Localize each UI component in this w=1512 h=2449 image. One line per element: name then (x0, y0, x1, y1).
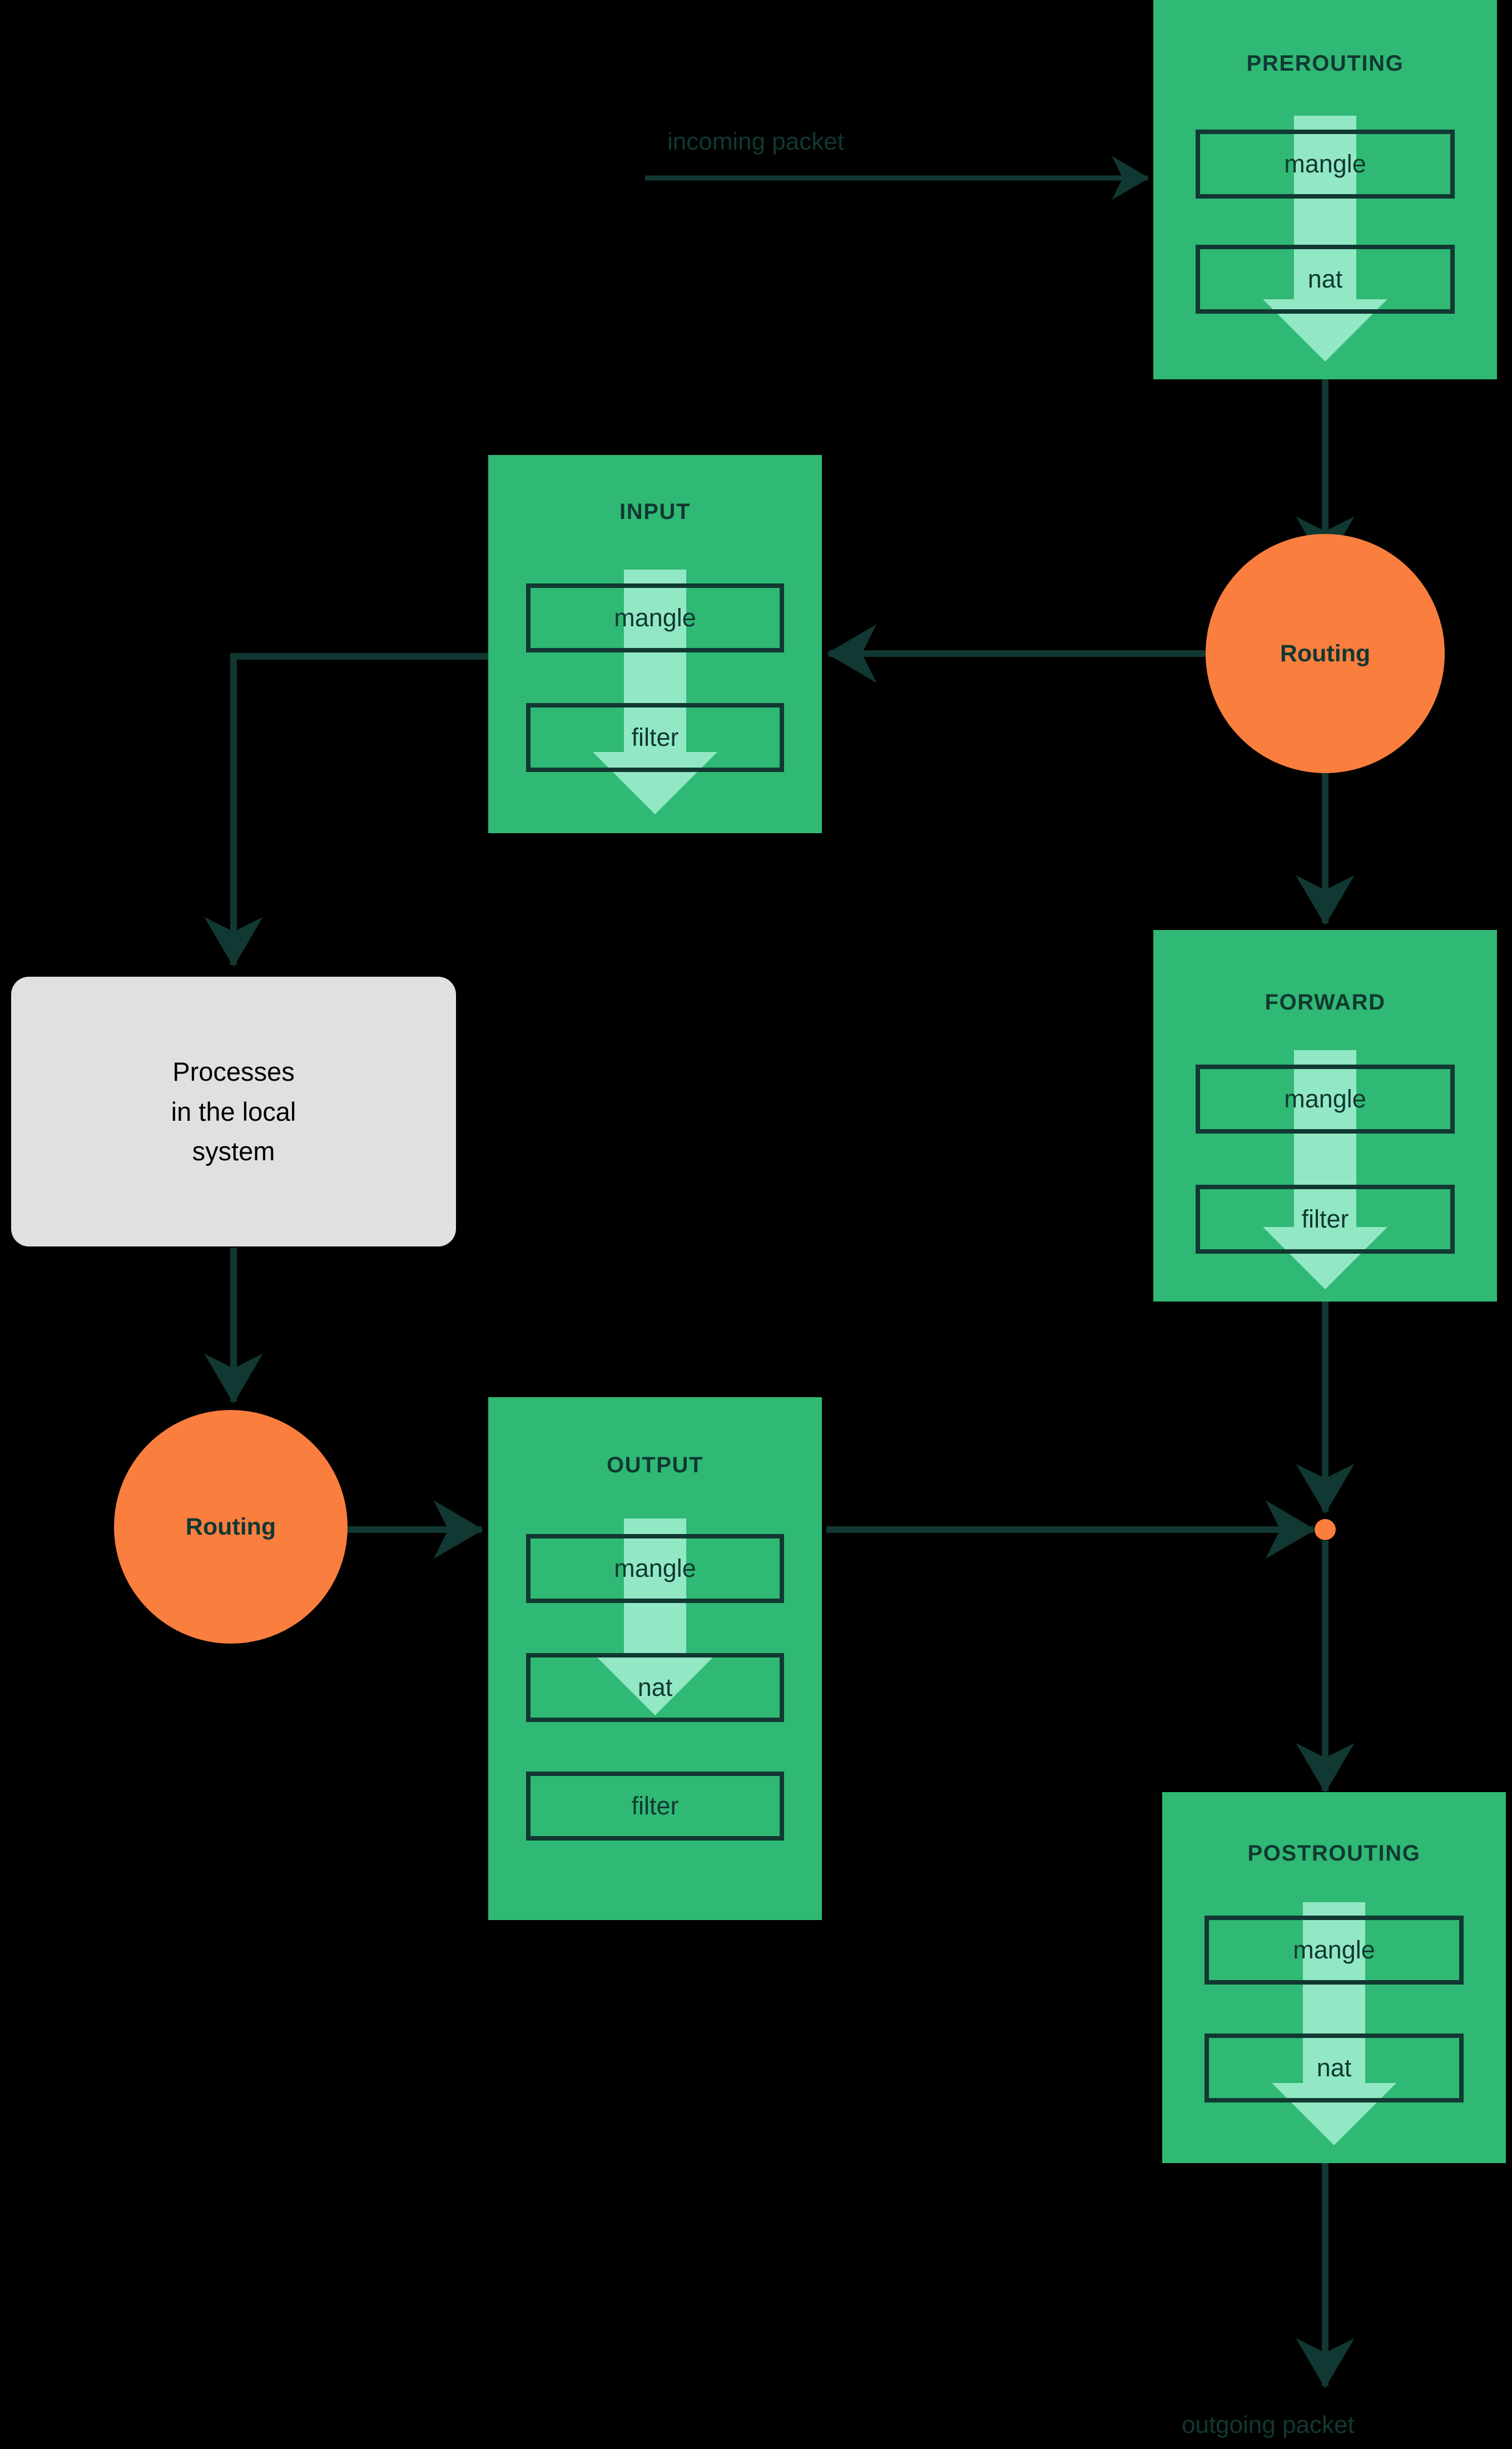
chain-input[interactable]: INPUT mangle filter (488, 455, 822, 833)
routing-label-bottom: Routing (185, 1513, 276, 1540)
chain-output[interactable]: OUTPUT mangle nat filter (488, 1397, 822, 1920)
chain-title-forward: FORWARD (1265, 990, 1386, 1015)
routing-node-top[interactable]: Routing (1206, 534, 1445, 773)
table-box-input-mangle[interactable]: mangle (526, 583, 784, 652)
routing-node-bottom[interactable]: Routing (114, 1410, 348, 1644)
table-box-output-mangle[interactable]: mangle (526, 1534, 784, 1603)
processes-line-3: system (192, 1136, 275, 1166)
chain-title-input: INPUT (619, 499, 691, 524)
chain-title-postrouting: POSTROUTING (1247, 1841, 1421, 1866)
incoming-packet-label: incoming packet (667, 128, 844, 155)
chain-postrouting[interactable]: POSTROUTING mangle nat (1162, 1792, 1506, 2163)
table-box-output-nat[interactable]: nat (526, 1653, 784, 1722)
edge-input-to-processes (204, 653, 488, 967)
chain-forward[interactable]: FORWARD mangle filter (1153, 930, 1497, 1302)
table-box-input-filter[interactable]: filter (526, 703, 784, 772)
processes-in-local-system-node[interactable]: Processes in the local system (11, 977, 456, 1246)
chain-title-output: OUTPUT (606, 1453, 704, 1477)
table-box-forward-filter[interactable]: filter (1196, 1185, 1455, 1254)
table-box-prerouting-nat[interactable]: nat (1196, 245, 1455, 314)
chain-title-prerouting: PREROUTING (1246, 51, 1404, 76)
outgoing-packet-label: outgoing packet (1182, 2411, 1355, 2438)
flow-junction-dot (1315, 1519, 1336, 1540)
processes-line-1: Processes (172, 1057, 295, 1087)
table-box-postrouting-mangle[interactable]: mangle (1204, 1916, 1464, 1985)
chain-prerouting[interactable]: PREROUTING mangle nat (1153, 0, 1497, 379)
routing-label-top: Routing (1280, 640, 1371, 667)
processes-line-2: in the local (171, 1096, 296, 1126)
table-box-output-filter[interactable]: filter (526, 1772, 784, 1841)
table-box-forward-mangle[interactable]: mangle (1196, 1065, 1455, 1134)
table-box-prerouting-mangle[interactable]: mangle (1196, 130, 1455, 199)
table-box-postrouting-nat[interactable]: nat (1204, 2034, 1464, 2102)
